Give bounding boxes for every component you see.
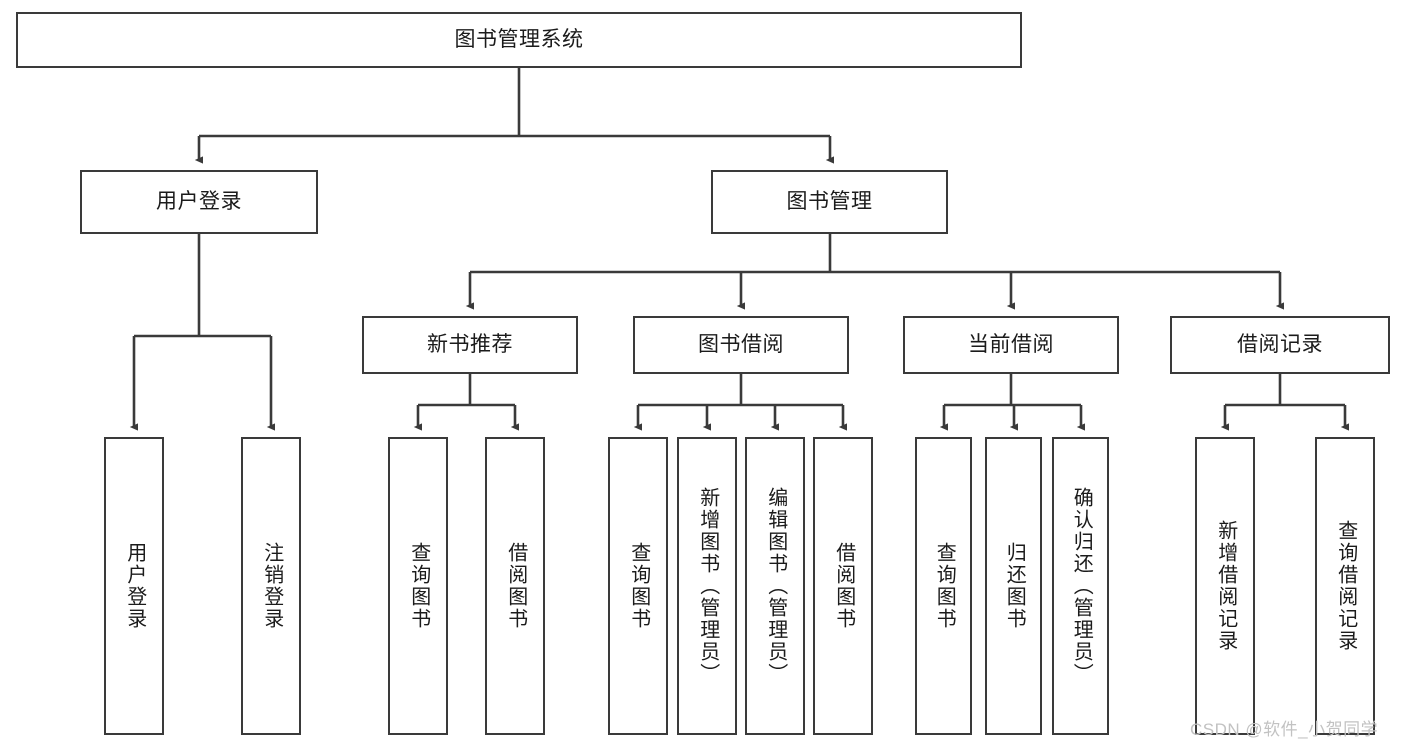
node-leaf-user-logout[interactable]: 注销登录 <box>241 437 301 735</box>
node-label: 借阅记录 <box>1237 332 1323 356</box>
node-label: 注销登录 <box>260 542 283 630</box>
connector-bus <box>470 234 1280 274</box>
node-book-borrow[interactable]: 图书借阅 <box>633 316 849 374</box>
node-label: 当前借阅 <box>968 332 1054 356</box>
node-label: 用户登录 <box>156 189 242 213</box>
node-label: 借阅图书 <box>832 542 855 630</box>
node-label: 编辑图书（管理员） <box>764 487 787 685</box>
node-label: 确认归还（管理员） <box>1070 487 1093 685</box>
node-leaf-borrow-edit[interactable]: 编辑图书（管理员） <box>745 437 805 735</box>
node-label: 归还图书 <box>1003 542 1026 630</box>
connector-bus <box>944 374 1081 407</box>
connector-bus <box>134 234 271 338</box>
node-borrow-record[interactable]: 借阅记录 <box>1170 316 1390 374</box>
node-label: 图书管理系统 <box>454 27 584 51</box>
node-user-login[interactable]: 用户登录 <box>80 170 318 234</box>
node-leaf-rcd-query[interactable]: 查询借阅记录 <box>1315 437 1375 735</box>
connector-bus <box>638 374 843 407</box>
connector-bus <box>199 68 830 138</box>
connector-bus <box>1225 374 1345 407</box>
watermark-text: CSDN @软件_小贺同学 <box>1190 720 1379 739</box>
node-label: 查询借阅记录 <box>1334 520 1357 652</box>
node-leaf-cur-confirm[interactable]: 确认归还（管理员） <box>1052 437 1109 735</box>
node-leaf-borrow-lend[interactable]: 借阅图书 <box>813 437 873 735</box>
node-current-borrow[interactable]: 当前借阅 <box>903 316 1119 374</box>
node-label: 新增图书（管理员） <box>696 487 719 685</box>
node-label: 图书借阅 <box>698 332 784 356</box>
node-root[interactable]: 图书管理系统 <box>16 12 1022 68</box>
node-leaf-rec-borrow[interactable]: 借阅图书 <box>485 437 545 735</box>
node-label: 借阅图书 <box>504 542 527 630</box>
node-leaf-rec-query[interactable]: 查询图书 <box>388 437 448 735</box>
node-new-book-rec[interactable]: 新书推荐 <box>362 316 578 374</box>
connector-bus <box>418 374 515 407</box>
node-book-manage[interactable]: 图书管理 <box>711 170 948 234</box>
node-leaf-cur-return[interactable]: 归还图书 <box>985 437 1042 735</box>
node-leaf-rcd-add[interactable]: 新增借阅记录 <box>1195 437 1255 735</box>
node-label: 查询图书 <box>627 542 650 630</box>
node-leaf-user-login[interactable]: 用户登录 <box>104 437 164 735</box>
node-label: 查询图书 <box>933 542 956 630</box>
node-leaf-cur-query[interactable]: 查询图书 <box>915 437 972 735</box>
node-leaf-borrow-query[interactable]: 查询图书 <box>608 437 668 735</box>
node-leaf-borrow-add[interactable]: 新增图书（管理员） <box>677 437 737 735</box>
node-label: 用户登录 <box>123 542 146 630</box>
node-label: 新书推荐 <box>427 332 513 356</box>
node-label: 查询图书 <box>407 542 430 630</box>
node-label: 新增借阅记录 <box>1214 520 1237 652</box>
node-label: 图书管理 <box>786 189 873 213</box>
